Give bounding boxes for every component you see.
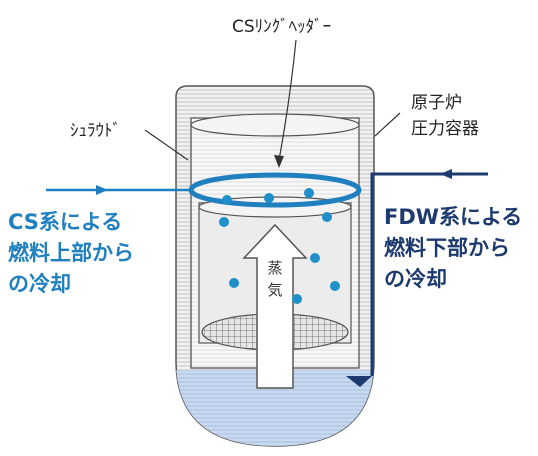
rpv-label-line2: 圧力容器	[411, 119, 479, 139]
cs-cooling-label-line2: 燃料上部から	[8, 241, 134, 265]
cs-ring-header	[188, 172, 362, 208]
cs-ring-header-label: CSﾘﾝｸﾞﾍｯﾀﾞｰ	[232, 17, 332, 37]
fdw-flow-down-arrow-icon	[346, 376, 372, 387]
fdw-feed-line	[346, 169, 488, 387]
steam-label-char1: 蒸	[267, 259, 283, 277]
shroud-label: ｼｭﾗｳﾄﾞ	[70, 121, 121, 141]
cs-flow-arrow-icon	[96, 185, 108, 195]
leader-lines	[144, 39, 401, 168]
steam-label-char2: 気	[267, 281, 283, 299]
rpv-label-line1: 原子炉	[411, 93, 462, 113]
fdw-cooling-label-line1: FDW系による	[384, 205, 523, 229]
steam-arrow	[242, 223, 308, 389]
water-droplets	[219, 188, 340, 304]
cs-feed-line	[46, 185, 190, 195]
fdw-cooling-label-line2: 燃料下部から	[384, 236, 510, 260]
fdw-cooling-label-line3: の冷却	[384, 267, 447, 291]
cs-cooling-label-line3: の冷却	[8, 272, 71, 296]
fdw-flow-arrow-icon	[440, 169, 452, 179]
cs-cooling-label-line1: CS系による	[8, 210, 123, 234]
